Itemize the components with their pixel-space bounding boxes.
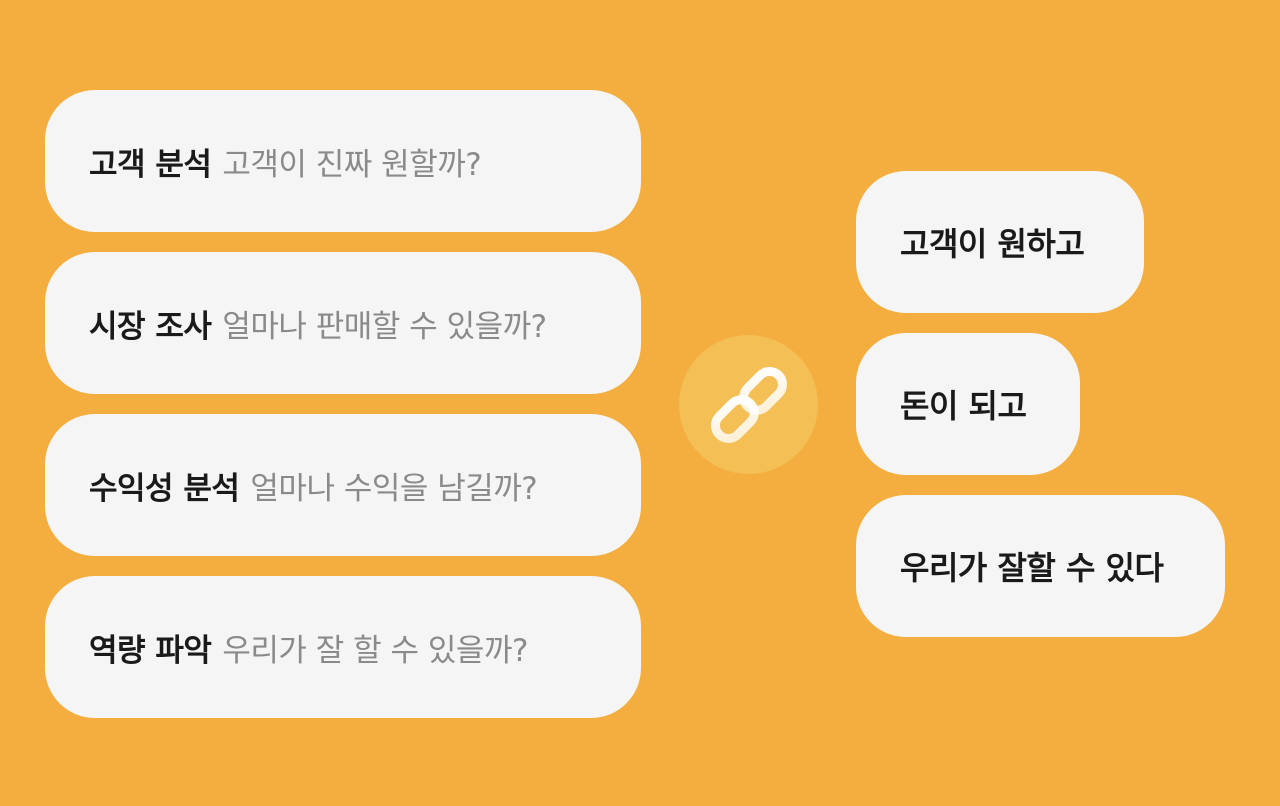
left-item-description: 얼마나 수익을 남길까? — [250, 470, 538, 507]
link-icon — [710, 366, 787, 443]
right-item-label: 우리가 잘할 수 있다 — [900, 549, 1164, 587]
right-item-makes-money: 돈이 되고 — [856, 333, 1080, 475]
left-item-market-research: 시장 조사 얼마나 판매할 수 있을까? — [45, 252, 641, 394]
left-item-customer-analysis: 고객 분석 고객이 진짜 원할까? — [45, 90, 641, 232]
left-item-description: 고객이 진짜 원할까? — [222, 146, 482, 183]
right-item-we-do-well: 우리가 잘할 수 있다 — [856, 495, 1225, 637]
left-item-title: 수익성 분석 — [89, 470, 240, 507]
left-item-title: 고객 분석 — [89, 146, 212, 183]
left-item-profitability-analysis: 수익성 분석 얼마나 수익을 남길까? — [45, 414, 641, 556]
right-item-label: 고객이 원하고 — [900, 225, 1085, 263]
right-item-customer-wants: 고객이 원하고 — [856, 171, 1144, 313]
right-item-label: 돈이 되고 — [900, 387, 1027, 425]
link-icon-circle — [679, 335, 818, 474]
left-item-title: 시장 조사 — [89, 308, 212, 345]
left-item-description: 얼마나 판매할 수 있을까? — [222, 308, 547, 345]
left-item-title: 역량 파악 — [89, 632, 212, 669]
left-item-capability-assessment: 역량 파악 우리가 잘 할 수 있을까? — [45, 576, 641, 718]
left-item-description: 우리가 잘 할 수 있을까? — [222, 632, 528, 669]
